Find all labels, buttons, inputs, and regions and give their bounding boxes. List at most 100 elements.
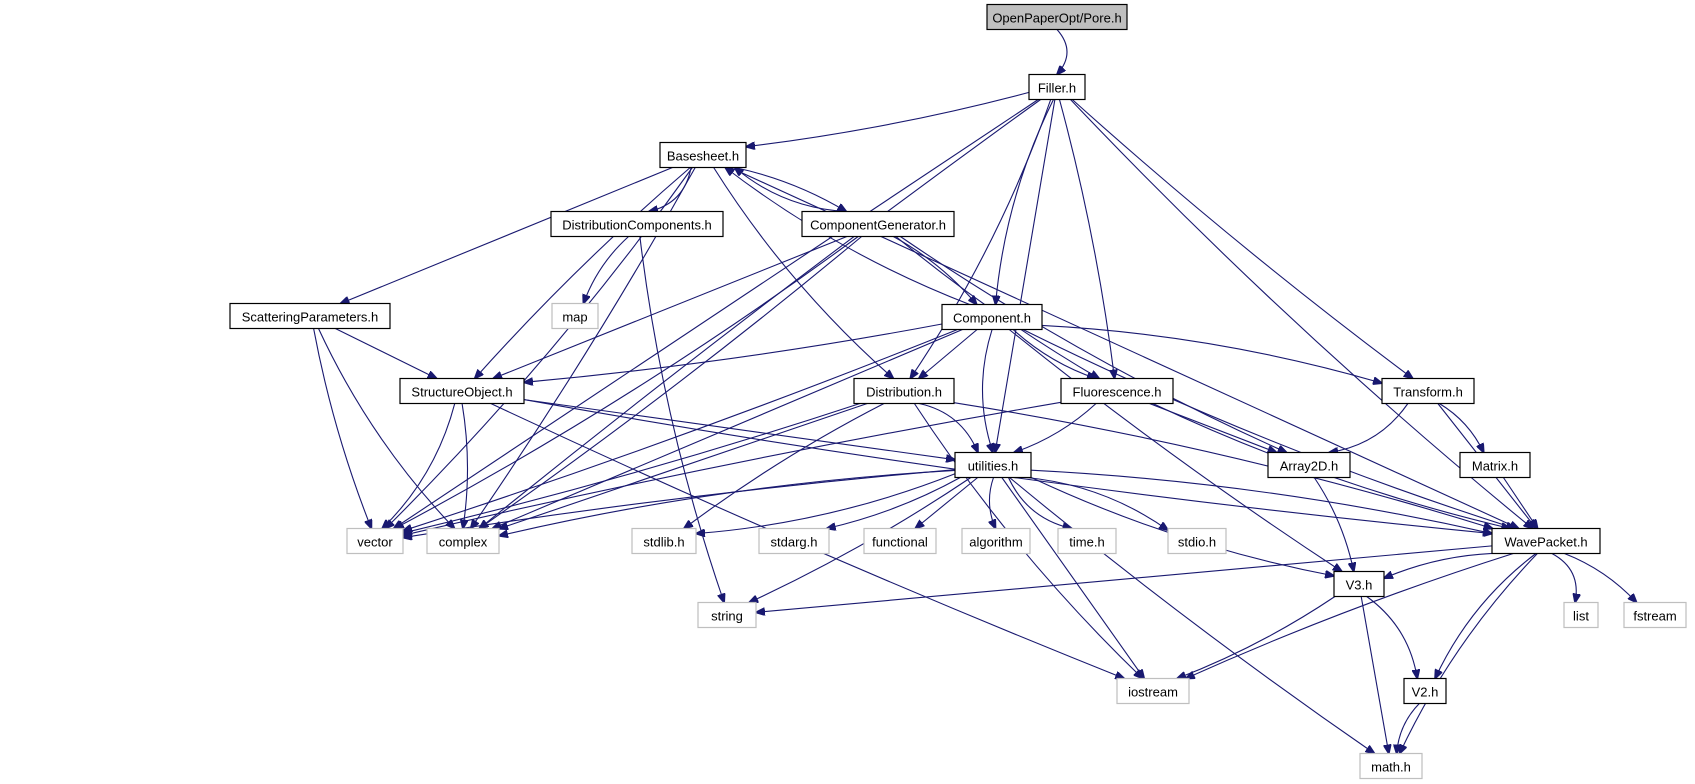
node-label-stdio: stdio.h bbox=[1178, 535, 1216, 550]
node-box-math bbox=[1359, 752, 1423, 780]
node-algorithm: algorithm bbox=[961, 527, 1031, 555]
edge-v3-to-math bbox=[1360, 596, 1389, 754]
node-complex: complex bbox=[426, 527, 500, 555]
edge-transform-to-array2d bbox=[1329, 403, 1409, 453]
node-box-wavepacket[interactable] bbox=[1491, 527, 1601, 555]
node-label-functional: functional bbox=[872, 535, 928, 550]
node-label-math: math.h bbox=[1371, 760, 1411, 775]
node-label-scatter: ScatteringParameters.h bbox=[242, 310, 379, 325]
edges-layer bbox=[313, 29, 1637, 754]
edge-utilities-to-stdarg bbox=[827, 477, 961, 529]
node-label-basesheet: Basesheet.h bbox=[667, 149, 739, 164]
edge-matrix-to-wavepacket bbox=[1502, 477, 1537, 529]
edge-fluor-to-utilities bbox=[1014, 403, 1097, 453]
edge-component-to-distribution bbox=[919, 329, 978, 379]
edge-wavepacket-to-string bbox=[756, 545, 1493, 613]
node-label-string: string bbox=[711, 609, 743, 624]
edge-filler-to-vector bbox=[394, 99, 1039, 529]
node-label-map: map bbox=[562, 310, 587, 325]
node-utilities[interactable]: utilities.h bbox=[954, 451, 1032, 479]
edge-array2d-to-v3 bbox=[1313, 477, 1353, 572]
node-math: math.h bbox=[1359, 752, 1423, 780]
edge-v2-to-math bbox=[1397, 703, 1420, 754]
node-box-scatter[interactable] bbox=[229, 302, 391, 330]
node-component[interactable]: Component.h bbox=[941, 303, 1043, 331]
node-v3[interactable]: V3.h bbox=[1333, 570, 1385, 598]
node-box-stdarg bbox=[758, 527, 830, 555]
node-box-complex bbox=[426, 527, 500, 555]
node-matrix[interactable]: Matrix.h bbox=[1459, 451, 1531, 479]
node-box-fluor[interactable] bbox=[1060, 377, 1174, 405]
node-map: map bbox=[551, 302, 599, 330]
node-v2[interactable]: V2.h bbox=[1403, 677, 1447, 705]
node-box-utilities[interactable] bbox=[954, 451, 1032, 479]
edge-filler-to-fluor bbox=[1058, 99, 1114, 379]
node-distcomp[interactable]: DistributionComponents.h bbox=[550, 210, 724, 238]
node-box-v3[interactable] bbox=[1333, 570, 1385, 598]
edge-pore-to-filler bbox=[1057, 29, 1068, 75]
node-box-filler[interactable] bbox=[1028, 73, 1086, 101]
node-label-pore: OpenPaperOpt/Pore.h bbox=[992, 11, 1121, 26]
edge-structobj-to-utilities bbox=[523, 399, 955, 460]
edge-distribution-to-vector bbox=[403, 402, 861, 534]
node-box-component[interactable] bbox=[941, 303, 1043, 331]
node-label-complex: complex bbox=[439, 535, 488, 550]
node-compgen[interactable]: ComponentGenerator.h bbox=[801, 210, 955, 238]
edge-distribution-to-stdlib bbox=[684, 403, 885, 529]
edge-scatter-to-vector bbox=[313, 328, 372, 529]
edge-filler-to-complex bbox=[479, 99, 1041, 529]
edge-scatter-to-complex bbox=[318, 328, 455, 529]
edge-utilities-to-v3 bbox=[1030, 476, 1334, 576]
edge-component-to-basesheet bbox=[725, 168, 970, 306]
node-box-matrix[interactable] bbox=[1459, 451, 1531, 479]
node-box-array2d[interactable] bbox=[1267, 451, 1351, 479]
node-label-v2: V2.h bbox=[1412, 685, 1439, 700]
node-label-fluor: Fluorescence.h bbox=[1073, 385, 1162, 400]
edge-v3-to-iostream bbox=[1177, 596, 1336, 679]
edge-basesheet-to-scatter bbox=[341, 166, 673, 304]
node-box-distribution[interactable] bbox=[853, 377, 955, 405]
node-box-stdlib bbox=[631, 527, 697, 555]
node-label-compgen: ComponentGenerator.h bbox=[810, 218, 946, 233]
node-box-compgen[interactable] bbox=[801, 210, 955, 238]
node-structobj[interactable]: StructureObject.h bbox=[399, 377, 525, 405]
node-wavepacket[interactable]: WavePacket.h bbox=[1491, 527, 1601, 555]
node-scatter[interactable]: ScatteringParameters.h bbox=[229, 302, 391, 330]
edge-basesheet-to-distribution bbox=[713, 167, 894, 379]
node-fluor[interactable]: Fluorescence.h bbox=[1060, 377, 1174, 405]
node-transform[interactable]: Transform.h bbox=[1381, 377, 1475, 405]
node-box-v2[interactable] bbox=[1403, 677, 1447, 705]
edge-utilities-to-stdio bbox=[1026, 476, 1168, 531]
node-label-vector: vector bbox=[357, 535, 393, 550]
node-functional: functional bbox=[863, 527, 937, 555]
node-pore[interactable]: OpenPaperOpt/Pore.h bbox=[986, 3, 1128, 31]
node-box-structobj[interactable] bbox=[399, 377, 525, 405]
node-box-distcomp[interactable] bbox=[550, 210, 724, 238]
edge-compgen-to-array2d bbox=[900, 236, 1286, 453]
node-time: time.h bbox=[1057, 527, 1117, 555]
node-array2d[interactable]: Array2D.h bbox=[1267, 451, 1351, 479]
node-filler[interactable]: Filler.h bbox=[1028, 73, 1086, 101]
node-box-pore[interactable] bbox=[986, 3, 1128, 31]
edge-component-to-fluor bbox=[1012, 329, 1096, 379]
node-distribution[interactable]: Distribution.h bbox=[853, 377, 955, 405]
edge-v3-to-v2 bbox=[1366, 596, 1418, 679]
node-stdio: stdio.h bbox=[1167, 527, 1227, 555]
edge-compgen-to-component bbox=[893, 236, 976, 305]
edge-utilities-to-vector bbox=[403, 469, 956, 538]
node-fstream: fstream bbox=[1623, 601, 1687, 629]
edge-utilities-to-algorithm bbox=[989, 477, 995, 529]
node-label-distribution: Distribution.h bbox=[866, 385, 942, 400]
node-box-transform[interactable] bbox=[1381, 377, 1475, 405]
node-label-fstream: fstream bbox=[1633, 609, 1676, 624]
node-label-v3: V3.h bbox=[1346, 578, 1373, 593]
node-box-vector bbox=[346, 527, 404, 555]
edge-wavepacket-to-v3 bbox=[1384, 552, 1493, 578]
node-string: string bbox=[697, 601, 757, 629]
node-label-array2d: Array2D.h bbox=[1280, 459, 1339, 474]
edge-component-to-vector bbox=[403, 328, 958, 531]
edge-basesheet-to-structobj bbox=[475, 167, 691, 379]
node-box-basesheet[interactable] bbox=[659, 141, 747, 169]
edge-compgen-to-complex bbox=[479, 236, 862, 529]
node-basesheet[interactable]: Basesheet.h bbox=[659, 141, 747, 169]
